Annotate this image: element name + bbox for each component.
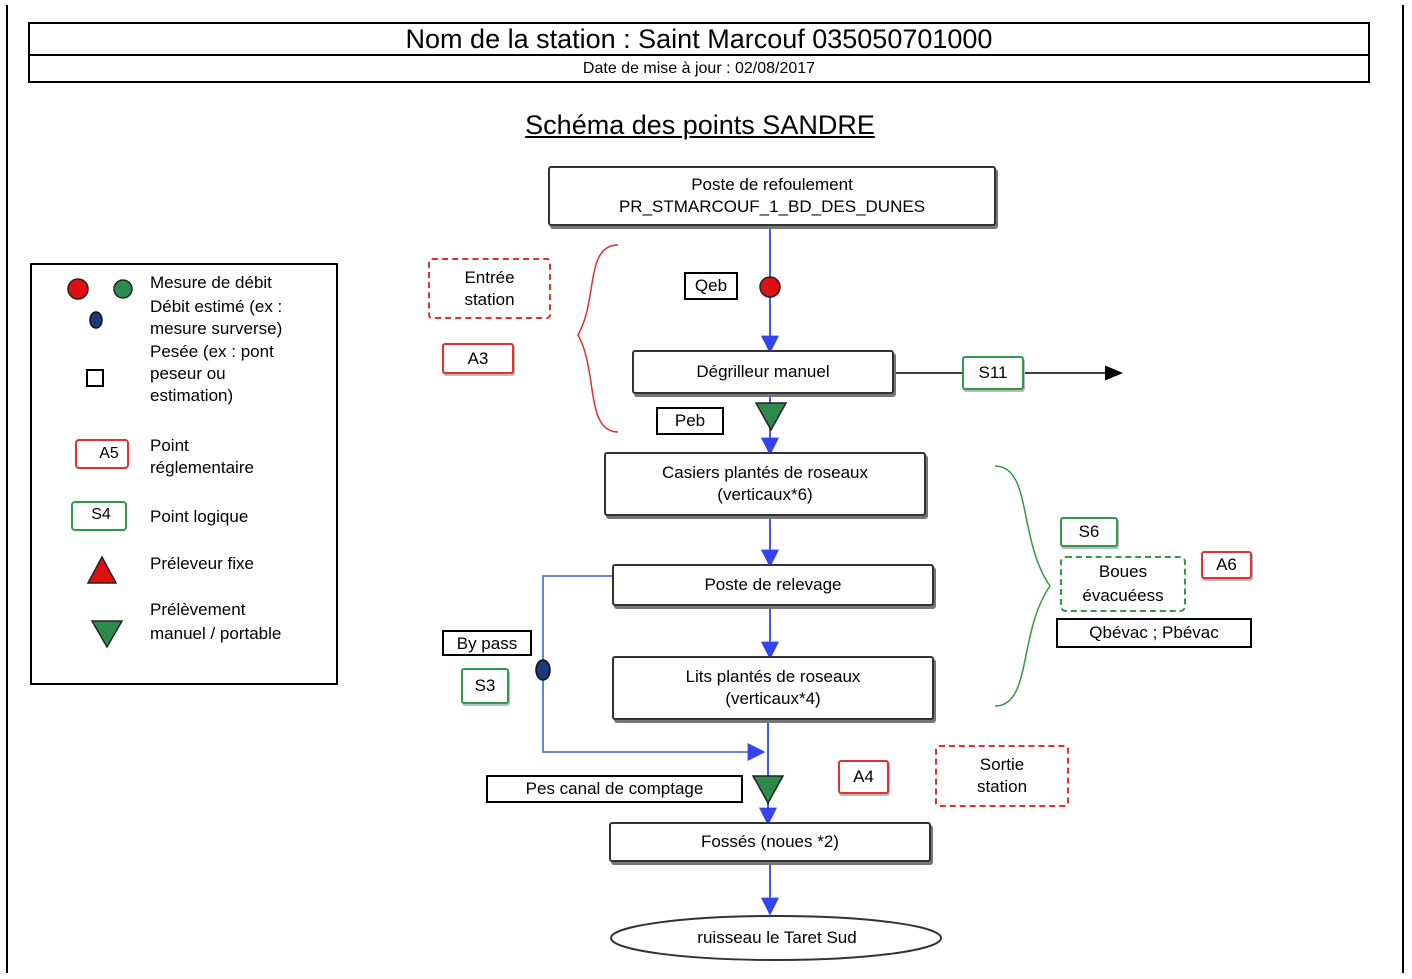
- sortie-station-zone: Sortie station: [935, 745, 1069, 807]
- tag-a6: A6: [1201, 551, 1252, 579]
- peb-sampling-marker: [754, 402, 788, 432]
- degrilleur-label: Dégrilleur manuel: [696, 362, 830, 381]
- poste-refoulement-code: PR_STMARCOUF_1_BD_DES_DUNES: [618, 197, 926, 216]
- bypass-label: By pass: [442, 630, 532, 656]
- tag-s3: S3: [461, 668, 509, 704]
- schema-title: Schéma des points SANDRE: [525, 110, 875, 140]
- entree-station-zone: Entrée station: [428, 258, 551, 319]
- poste-refoulement-box: Poste de refoulement PR_STMARCOUF_1_BD_D…: [548, 166, 996, 226]
- entree-line-2: station: [464, 289, 515, 309]
- poste-refoulement-label: Poste de refoulement: [691, 175, 853, 194]
- legend-square-icon: [86, 369, 104, 387]
- sortie-line-2: station: [976, 777, 1028, 796]
- legend-symbols: [67, 278, 133, 649]
- lits-label: Lits plantés de roseaux: [685, 667, 861, 686]
- boues-line-2: évacuéess: [1082, 586, 1164, 605]
- legend-red-tag-icon: [75, 439, 129, 469]
- station-title: Nom de la station : Saint Marcouf 035050…: [28, 22, 1370, 56]
- tag-a3: A3: [442, 343, 514, 374]
- lits-count: (verticaux*4): [725, 689, 821, 708]
- pes-sampling-marker: [751, 775, 785, 805]
- legend-blue-dot-icon: [89, 311, 103, 329]
- degrilleur-box: Dégrilleur manuel: [632, 350, 894, 394]
- legend-flow-estimated-1: Débit estimé (ex :: [150, 297, 283, 316]
- legend-tag-a5: A5: [99, 445, 119, 462]
- poste-relevage-label: Poste de relevage: [704, 575, 842, 594]
- legend-red-triangle-icon: [86, 555, 118, 584]
- qbevac-label: Qbévac ; Pbévac: [1056, 618, 1252, 648]
- page-frame: [6, 5, 1404, 973]
- legend-green-tag-icon: [71, 501, 127, 531]
- legend-flow-measure: Mesure de débit: [150, 273, 272, 292]
- legend-reg-point-2: réglementaire: [150, 458, 254, 477]
- legend-green-triangle-icon: [90, 620, 124, 649]
- fosses-box: Fossés (noues *2): [609, 822, 931, 862]
- legend-reg-point-1: Point: [150, 436, 189, 455]
- legend-weighing-1: Pesée (ex : pont: [150, 342, 274, 361]
- update-date: Date de mise à jour : 02/08/2017: [28, 56, 1370, 83]
- legend-weighing-2: peseur ou: [150, 364, 226, 383]
- fosses-label: Fossés (noues *2): [701, 832, 839, 851]
- tag-s6: S6: [1060, 517, 1118, 547]
- legend-fixed-sampler: Préleveur fixe: [150, 554, 254, 573]
- qeb-flow-marker: [759, 276, 781, 298]
- ruisseau-label: ruisseau le Taret Sud: [697, 928, 857, 947]
- pes-label: Pes canal de comptage: [486, 775, 743, 803]
- casiers-count: (verticaux*6): [717, 485, 813, 504]
- entry-brace: [577, 244, 619, 433]
- poste-relevage-box: Poste de relevage: [612, 564, 934, 606]
- peb-label: Peb: [656, 407, 724, 435]
- entree-line-1: Entrée: [464, 267, 515, 287]
- sludge-brace: [994, 465, 1051, 707]
- tag-s11: S11: [962, 356, 1024, 390]
- tag-a4: A4: [838, 760, 889, 794]
- sortie-line-1: Sortie: [979, 755, 1025, 774]
- bypass-flow-marker: [535, 659, 551, 681]
- legend-red-dot-icon: [67, 278, 89, 300]
- casiers-label: Casiers plantés de roseaux: [661, 463, 868, 482]
- lits-box: Lits plantés de roseaux (verticaux*4): [612, 656, 934, 720]
- legend-logic-point: Point logique: [150, 507, 249, 526]
- legend-manual-sampling-1: Prélèvement: [150, 600, 246, 619]
- boues-line-1: Boues: [1098, 562, 1148, 581]
- qeb-label: Qeb: [684, 272, 738, 300]
- legend-box: A5 S4 Mesure de débit Débit estimé (ex :…: [30, 263, 338, 685]
- legend-weighing-3: estimation): [150, 386, 234, 405]
- ruisseau-ellipse: [610, 915, 942, 961]
- legend-tag-s4: S4: [91, 506, 111, 523]
- legend-green-dot-icon: [113, 279, 133, 299]
- casiers-box: Casiers plantés de roseaux (verticaux*6): [604, 452, 926, 516]
- boues-zone: Boues évacuéess: [1060, 556, 1186, 612]
- legend-manual-sampling-2: manuel / portable: [150, 624, 282, 643]
- legend-flow-estimated-2: mesure surverse): [150, 319, 283, 338]
